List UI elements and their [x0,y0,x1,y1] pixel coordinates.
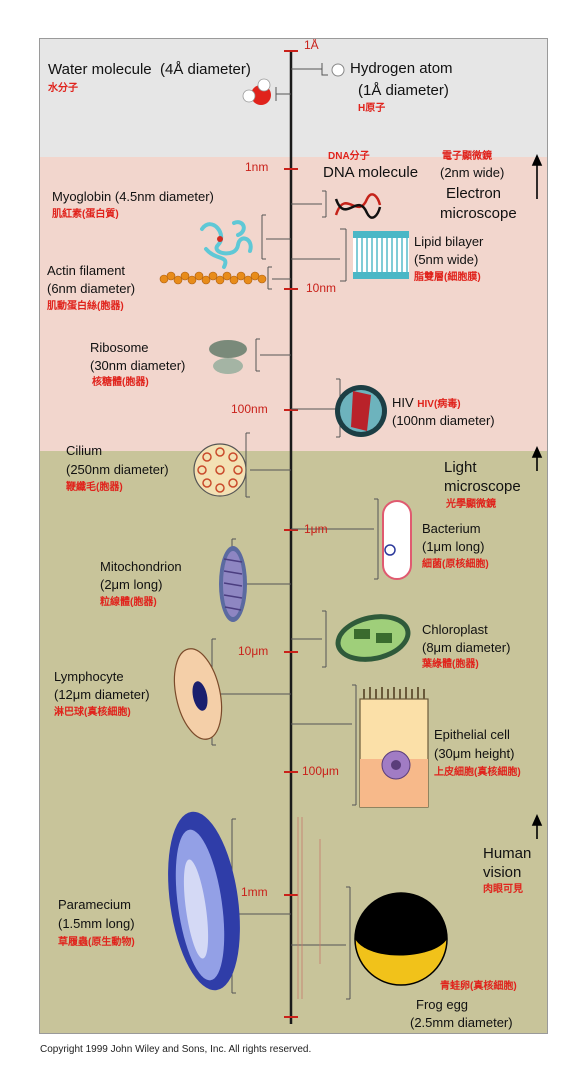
light-microscope-label-1: Light [444,459,477,477]
electron-microscope-label-2: microscope [440,205,517,223]
chloroplast-label: Chloroplast [422,622,488,638]
frog-egg-label: Frog egg [416,997,468,1013]
dna-size: (2nm wide) [440,165,504,181]
mitochondrion-illustration [219,546,247,622]
frog-egg-size: (2.5mm diameter) [410,1015,513,1031]
cilium-size: (250nm diameter) [66,462,169,478]
myoglobin-illustration [202,222,251,267]
lymphocyte-size: (12μm diameter) [54,687,150,703]
scale-label-100nm: 100nm [231,402,268,416]
dna-zh: DNA分子 [328,151,370,163]
epithelial-cell-illustration [360,687,428,807]
human-vision-label-1: Human [483,845,531,863]
scale-label-10nm: 10nm [306,281,336,295]
dna-illustration [336,194,380,217]
epithelial-cell-size: (30μm height) [434,746,514,762]
lipid-bilayer-label: Lipid bilayer [414,234,483,250]
cilium-illustration [194,444,246,496]
ribosome-label: Ribosome [90,340,149,356]
paramecium-size: (1.5mm long) [58,916,135,932]
actin-filament-zh: 肌動蛋白絲(胞器) [47,301,124,313]
cilium-label: Cilium [66,443,102,459]
cilium-zh: 鞭纖毛(胞器) [66,482,123,494]
scale-label-1nm: 1nm [245,160,268,174]
actin-filament-illustration [160,272,266,284]
human-vision-zh: 肉眼可見 [483,884,523,896]
light-microscope-label-2: microscope [444,478,521,496]
dna-label: DNA molecule [323,164,418,182]
mitochondrion-zh: 粒線體(胞器) [100,597,157,609]
lymphocyte-illustration [167,644,229,743]
scale-label-10um: 10μm [238,644,268,658]
actin-filament-size: (6nm diameter) [47,281,135,297]
actin-filament-label: Actin filament [47,263,125,279]
scale-label-1um: 1μm [304,522,328,536]
lymphocyte-zh: 淋巴球(真核細胞) [54,707,131,719]
ribosome-zh: 核糖體(胞器) [92,377,149,389]
lymphocyte-label: Lymphocyte [54,669,124,685]
ribosome-size: (30nm diameter) [90,358,185,374]
human-vision-label-2: vision [483,864,521,882]
water-molecule-zh: 水分子 [48,83,78,95]
epithelial-cell-zh: 上皮細胞(真核細胞) [434,767,521,779]
electron-microscope-zh: 電子顯微鏡 [442,151,492,163]
scale-diagram: 1Å 1nm 10nm 100nm 1μm 10μm 100μm 1mm Wat… [39,38,548,1034]
hydrogen-atom-label: Hydrogen atom [350,60,453,78]
copyright-notice: Copyright 1999 John Wiley and Sons, Inc.… [40,1044,311,1055]
mitochondrion-size: (2μm long) [100,577,162,593]
lipid-bilayer-size: (5nm wide) [414,252,478,268]
paramecium-zh: 草履蟲(原生動物) [58,937,135,949]
scale-label-1-angstrom: 1Å [304,38,319,52]
hiv-size: (100nm diameter) [392,413,495,429]
frog-egg-zh: 青蛙卵(真核細胞) [440,981,517,993]
chloroplast-size: (8μm diameter) [422,640,510,656]
frog-egg-illustration [355,893,447,985]
paramecium-illustration [158,807,250,995]
bacterium-label: Bacterium [422,521,481,537]
water-molecule-illustration [243,79,271,105]
light-microscope-zh: 光學顯微鏡 [446,499,496,511]
myoglobin-zh: 肌紅素(蛋白質) [52,209,119,221]
hydrogen-atom-illustration [332,64,344,76]
chloroplast-zh: 葉綠體(胞器) [422,659,479,671]
myoglobin-label: Myoglobin (4.5nm diameter) [52,189,214,205]
scale-label-100um: 100μm [302,764,339,778]
electron-microscope-label-1: Electron [446,185,501,203]
scale-label-1mm: 1mm [241,885,268,899]
hiv-label: HIV HIV(病毒) [392,395,461,411]
hydrogen-atom-size: (1Å diameter) [358,82,449,100]
ribosome-illustration [209,340,247,374]
bacterium-illustration [383,501,411,579]
epithelial-cell-label: Epithelial cell [434,727,510,743]
lipid-bilayer-zh: 脂雙層(細胞膜) [414,272,481,284]
water-molecule-label: Water molecule (4Å diameter) [48,61,251,79]
hiv-zh: HIV(病毒) [417,399,460,410]
lipid-bilayer-illustration [353,231,409,279]
bacterium-size: (1μm long) [422,539,484,555]
paramecium-label: Paramecium [58,897,131,913]
bacterium-zh: 細菌(原核細胞) [422,559,489,571]
chloroplast-illustration [331,608,415,669]
hydrogen-atom-zh: H原子 [358,103,385,115]
mitochondrion-label: Mitochondrion [100,559,182,575]
hiv-illustration [335,385,387,437]
